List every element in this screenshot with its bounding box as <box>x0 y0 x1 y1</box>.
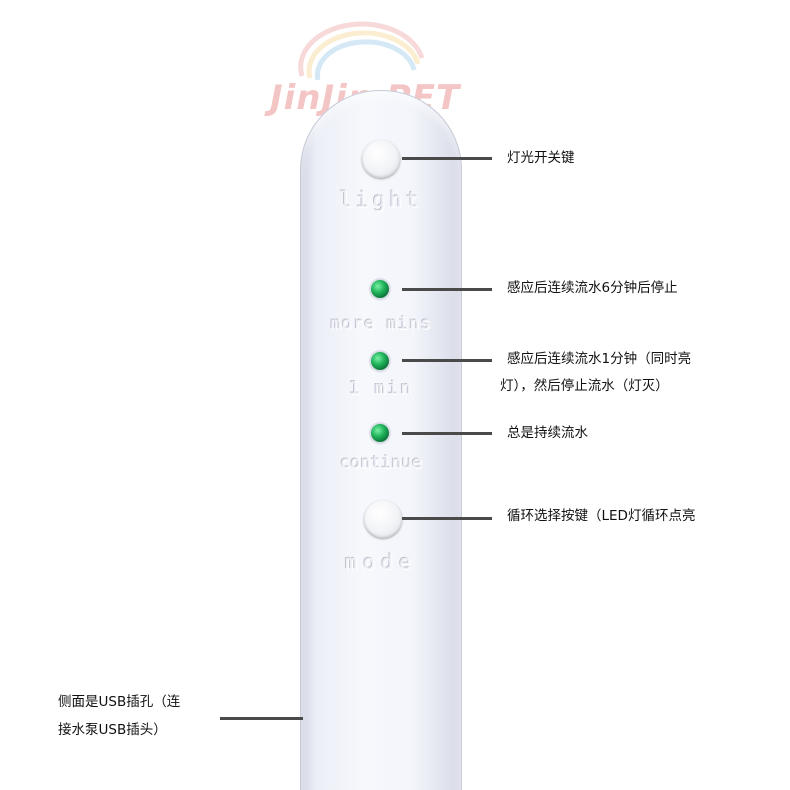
light-key-callout: 灯光开关键 <box>507 150 575 166</box>
fountain-control-panel: light more mins 1 min continue mode <box>300 90 462 790</box>
six-min-leader-line <box>402 288 492 291</box>
one-min-leader-line <box>402 359 492 362</box>
usb-leader-line <box>220 717 303 720</box>
more-mins-led-icon <box>371 280 389 298</box>
rainbow-logo-icon <box>298 21 425 81</box>
one-min-callout-line-1: 感应后连续流水1分钟（同时亮 <box>507 351 692 367</box>
mode-button[interactable] <box>364 500 402 538</box>
light-button[interactable] <box>362 140 400 178</box>
six-min-callout: 感应后连续流水6分钟后停止 <box>507 280 678 296</box>
light-key-leader-line <box>402 157 492 160</box>
usb-callout-line-1: 侧面是USB插孔（连 <box>58 694 181 710</box>
mode-label: mode <box>344 550 418 574</box>
continuous-callout: 总是持续流水 <box>507 425 588 441</box>
one-min-led-icon <box>371 352 389 370</box>
mode-key-callout: 循环选择按键（LED灯循环点亮 <box>507 508 696 524</box>
one-min-callout-line-2: 灯），然后停止流水（灯灭） <box>500 378 669 394</box>
continue-led-icon <box>371 424 389 442</box>
light-label: light <box>339 188 423 212</box>
continue-label: continue <box>340 453 422 473</box>
continuous-leader-line <box>402 432 492 435</box>
more-mins-label: more mins <box>330 314 432 334</box>
mode-key-leader-line <box>402 517 492 520</box>
one-min-label: 1 min <box>348 378 414 399</box>
usb-callout-line-2: 接水泵USB插头） <box>58 722 167 738</box>
